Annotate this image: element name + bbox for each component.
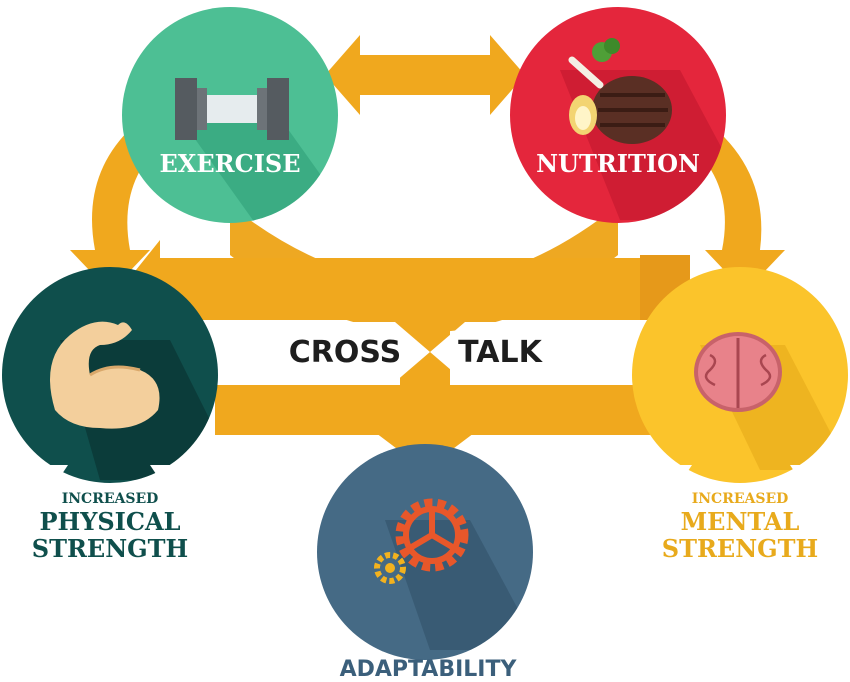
crosstalk-left-label: CROSS	[289, 335, 402, 370]
nutrition-node: NUTRITION	[510, 7, 726, 223]
mental-label-line2: STRENGTH	[662, 534, 818, 563]
flexed-arm-icon	[50, 321, 160, 429]
crosstalk-left-arrow	[210, 322, 430, 382]
band-lower-arrow	[215, 385, 690, 435]
crosstalk-right-arrow	[430, 322, 640, 382]
steak-icon	[568, 38, 672, 144]
exercise-node: EXERCISE	[122, 7, 338, 223]
gears-icon	[374, 498, 469, 584]
physical-label-line1: PHYSICAL	[39, 507, 180, 536]
dumbbell-icon	[175, 78, 289, 140]
nutrition-label: NUTRITION	[536, 149, 700, 178]
mental-label-line1: MENTAL	[681, 507, 800, 536]
mental-node	[632, 267, 848, 483]
band-upper-arrow	[120, 240, 690, 340]
adaptability-node	[317, 444, 533, 660]
adaptability-label: ADAPTABILITY	[340, 657, 518, 682]
exercise-label: EXERCISE	[159, 149, 300, 178]
arrow-to-adaptability	[372, 300, 478, 470]
crosstalk-right-label: TALK	[458, 335, 543, 370]
arrow-exercise-nutrition	[325, 35, 525, 115]
mental-label-top: INCREASED	[692, 491, 789, 507]
brain-icon	[694, 332, 782, 412]
physical-label-line2: STRENGTH	[32, 534, 188, 563]
physical-label-top: INCREASED	[62, 491, 159, 507]
